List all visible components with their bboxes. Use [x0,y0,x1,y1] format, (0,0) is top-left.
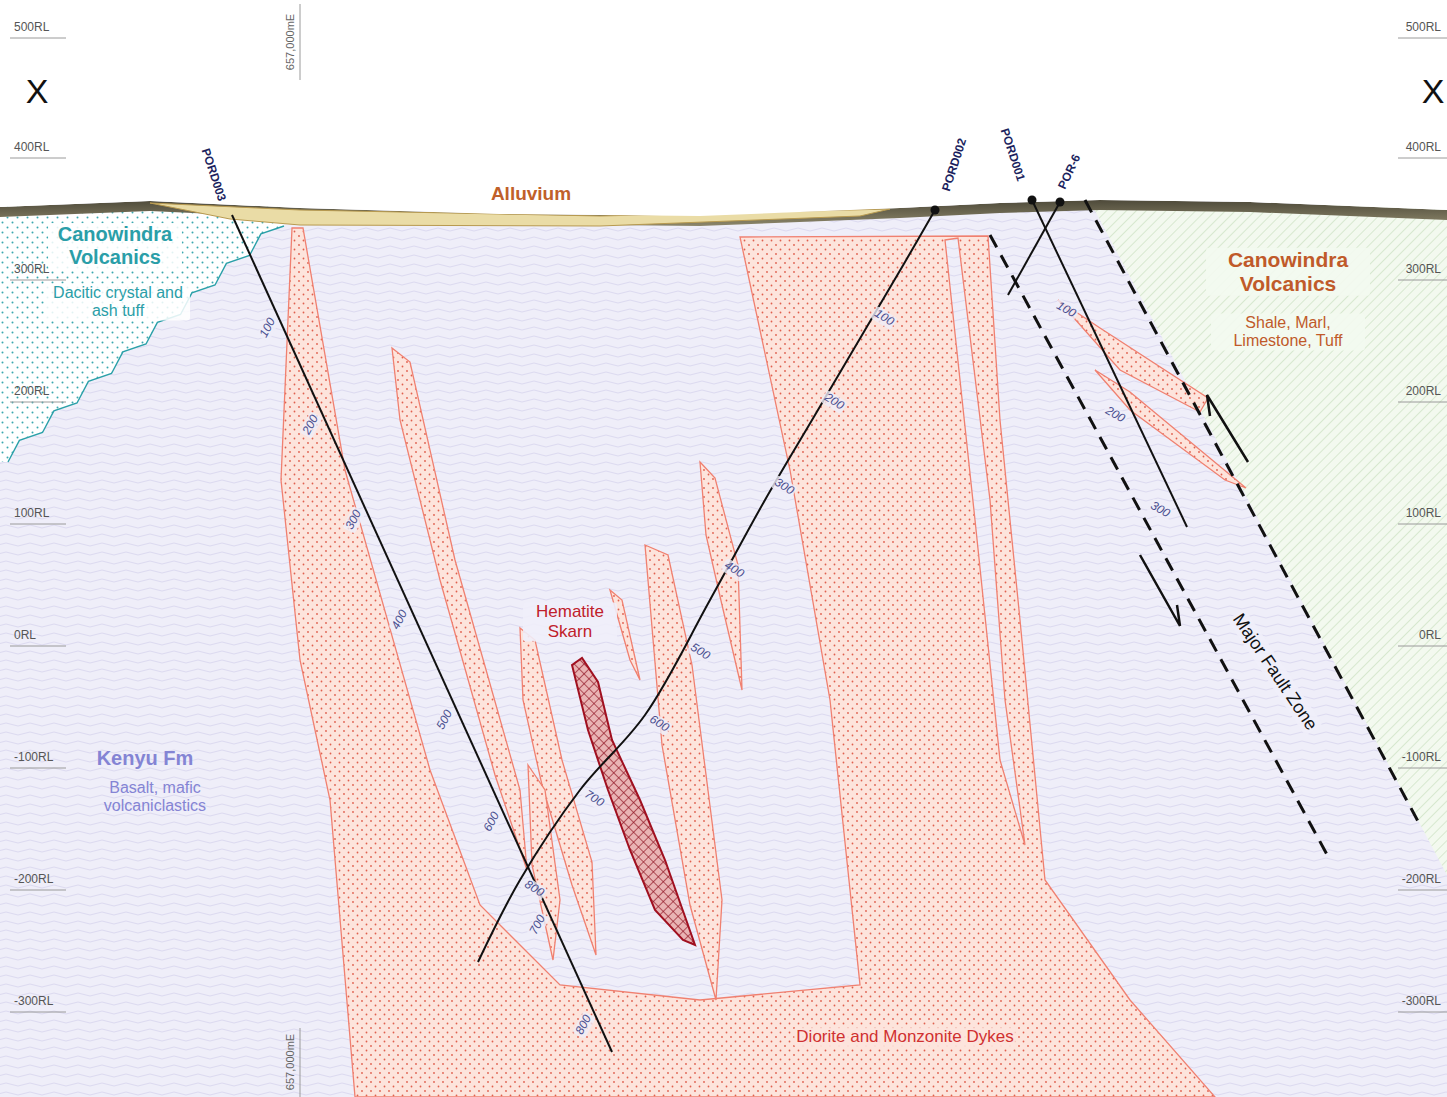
easting-tick [300,1028,301,1097]
host-rock-lens [945,238,1025,845]
elevation-label: 500RL [1406,21,1441,35]
elevation-label: -100RL [14,751,53,765]
rl-tick [10,524,66,525]
rl-tick [1398,768,1447,769]
elevation-label: 500RL [14,21,49,35]
section-marker: X [26,72,49,111]
unit-label: Diorite and Monzonite Dykes [794,1027,1015,1047]
fault-trace [1085,200,1420,825]
elevation-label: -200RL [1402,873,1441,887]
rl-tick [10,646,66,647]
rl-tick [10,158,66,159]
elevation-label: 300RL [14,263,49,277]
dyke-body [281,228,1215,1097]
easting-label: 657,000mE [284,14,297,70]
unit-label: Hematite Skarn [523,602,617,641]
rl-tick [1398,1012,1447,1013]
sky [0,0,1447,216]
elevation-label: 200RL [14,385,49,399]
rl-tick [10,1012,66,1013]
fault-movement-arrow [1207,395,1248,462]
rl-tick [1398,524,1447,525]
drill-collar [1056,198,1065,207]
canowindra-volcanics-west [0,205,286,462]
unit-description: Basalt, mafic volcaniclastics [70,779,240,816]
rl-tick [1398,890,1447,891]
easting-tick [300,4,301,80]
rl-tick [10,280,66,281]
elevation-label: 400RL [14,141,49,155]
elevation-label: 300RL [1406,263,1441,277]
elevation-label: -300RL [14,995,53,1009]
rl-tick [1398,280,1447,281]
elevation-label: -300RL [1402,995,1441,1009]
rl-tick [10,402,66,403]
drill-trace [1032,200,1187,527]
rl-tick [1398,38,1447,39]
unit-label: Canowindra Volcanics [1206,248,1370,296]
unit-description: Shale, Marl, Limestone, Tuff [1211,314,1365,351]
elevation-label: 200RL [1406,385,1441,399]
unit-label: Canowindra Volcanics [48,223,182,269]
elevation-label: 100RL [14,507,49,521]
elevation-label: -200RL [14,873,53,887]
rl-tick [1398,158,1447,159]
kenyu-formation [0,190,1447,1097]
dyke [1095,370,1246,488]
unit-description: Dacitic crystal and ash tuff [46,284,190,321]
easting-label: 657,000mE [284,1034,297,1090]
elevation-label: -100RL [1402,751,1441,765]
dyke [392,348,527,870]
drill-collar [1028,196,1037,205]
drill-trace [1008,202,1060,295]
rl-tick [1398,646,1447,647]
rl-tick [10,768,66,769]
drill-collar [931,206,940,215]
drill-trace [478,210,935,962]
unit-label: Alluvium [491,183,571,205]
elevation-label: 100RL [1406,507,1441,521]
elevation-label: 400RL [1406,141,1441,155]
elevation-label: 0RL [14,629,36,643]
elevation-label: 0RL [1419,629,1441,643]
section-marker: X [1422,72,1445,111]
unit-label: Kenyu Fm [97,747,194,770]
rl-tick [10,38,66,39]
fault-movement-arrow [1140,555,1180,626]
hematite-skarn [572,658,695,945]
rl-tick [10,890,66,891]
rl-tick [1398,402,1447,403]
